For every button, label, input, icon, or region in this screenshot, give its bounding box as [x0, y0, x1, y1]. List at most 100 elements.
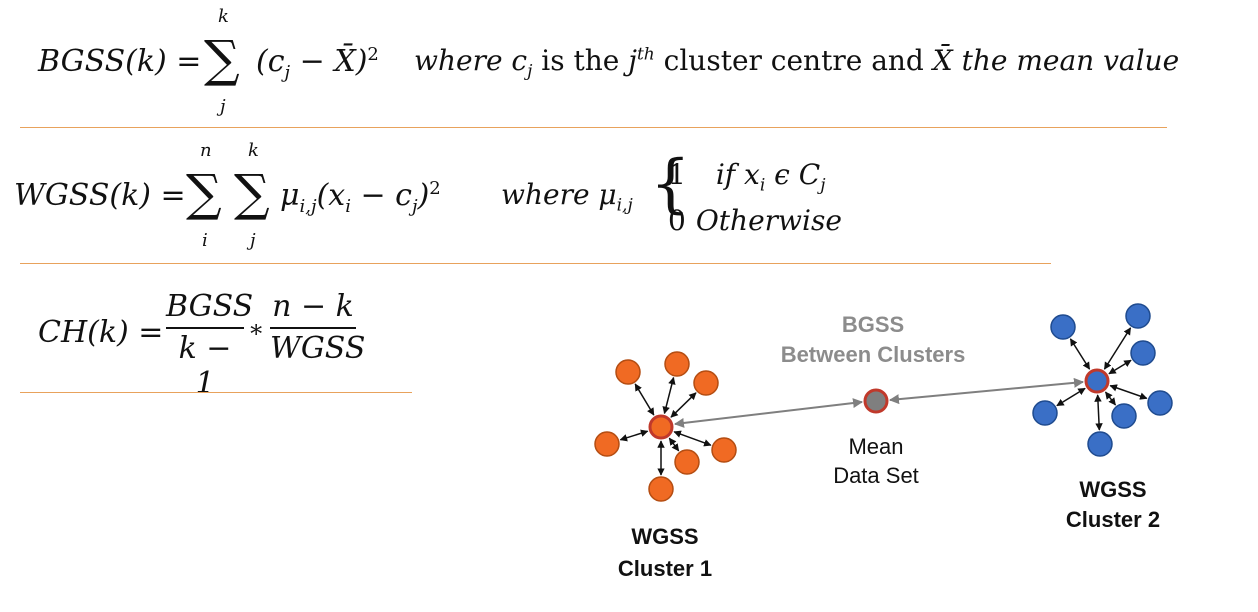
ch-fraction-bar-2 — [270, 327, 356, 329]
cluster2-label-line1: WGSS — [1079, 477, 1147, 502]
cluster2-label-line2: Cluster 2 — [1065, 507, 1161, 532]
cluster1-point — [693, 370, 719, 396]
wgss-case1-sub: i — [759, 175, 766, 196]
cluster1-point — [664, 351, 690, 377]
mean-dataset-point — [863, 388, 889, 414]
bgss-body-minus: − — [290, 44, 335, 79]
cluster1-point — [674, 449, 700, 475]
bgss-body-open: (c — [256, 44, 285, 79]
cluster2-spoke — [1104, 391, 1117, 406]
wgss-minus-c: − c — [350, 178, 412, 213]
wgss-sigma2: ∑ — [234, 164, 270, 222]
cluster1-point — [711, 437, 737, 463]
bgss-sigma-lower: j — [220, 96, 226, 117]
cluster1-label-line1: WGSS — [631, 524, 699, 549]
wgss-case1-rest: ϵ C — [765, 158, 821, 191]
wgss-sigma1: ∑ — [186, 164, 222, 222]
wgss-where-sub: i,j — [616, 195, 633, 216]
cluster1-point — [594, 431, 620, 457]
wgss-where: where μi,j — [501, 178, 633, 216]
bgss-lhs: BGSS(k) = — [38, 44, 202, 79]
cluster2-point — [1147, 390, 1173, 416]
cluster2-spoke — [1069, 338, 1091, 370]
bgss-th: th — [636, 44, 655, 65]
cluster2-point — [1130, 340, 1156, 366]
wgss-case2: 0 Otherwise — [668, 204, 842, 237]
cluster2-spoke — [1094, 394, 1103, 431]
cluster1-spoke — [619, 429, 649, 442]
between-link-cluster2 — [889, 377, 1084, 405]
wgss-case2-cond: Otherwise — [695, 204, 842, 237]
wgss-sigma1-upper: n — [200, 140, 212, 161]
cluster1-spoke — [670, 392, 697, 418]
bgss-sigma: ∑ — [204, 30, 240, 88]
wgss-case1-cond: if x — [715, 158, 760, 191]
cluster2-spoke — [1109, 384, 1148, 400]
bgss-is-the: is the — [532, 44, 629, 77]
wgss-sigma2-lower: j — [250, 230, 256, 251]
mean-label-line2: Data Set — [833, 463, 919, 488]
cluster1-centroid — [648, 414, 674, 440]
wgss-body: μi,j(xi − cj)2 — [280, 178, 441, 217]
bgss-label-subtitle: Between Clusters — [780, 342, 966, 367]
bgss-body: (cj − X̄)2 — [256, 44, 379, 83]
bgss-sigma-upper: k — [218, 6, 229, 27]
ch-num1: BGSS — [166, 289, 254, 324]
wgss-sigma1-lower: i — [202, 230, 208, 251]
wgss-case1-val: 1 — [668, 158, 686, 191]
wgss-brace: { — [650, 147, 691, 221]
bgss-body-sub: j — [284, 62, 291, 83]
bgss-xbar: X̄ — [334, 44, 356, 79]
ch-times: ∗ — [248, 315, 265, 343]
wgss-mu: μ — [280, 178, 300, 213]
cluster2-point — [1050, 314, 1076, 340]
cluster2-point — [1032, 400, 1058, 426]
cluster2-spoke — [1108, 359, 1132, 375]
bgss-cluster-centre: cluster centre and — [654, 44, 933, 77]
divider-3 — [20, 392, 412, 393]
bgss-label-title: BGSS — [841, 312, 905, 337]
wgss-paren: (x — [316, 178, 346, 213]
cluster1-spoke — [662, 376, 676, 415]
wgss-x-sub: i — [345, 196, 351, 217]
ch-fraction-bar-1 — [166, 327, 244, 329]
wgss-sigma2-upper: k — [248, 140, 259, 161]
wgss-c-sub: j — [411, 196, 418, 217]
cluster1-spoke — [634, 383, 655, 416]
cluster2-centroid — [1084, 368, 1110, 394]
wgss-close: ) — [417, 178, 430, 213]
bgss-where: where cj is the jth cluster centre and X… — [414, 44, 1179, 82]
wgss-mu-sub: i,j — [299, 196, 317, 217]
cluster1-spoke — [673, 430, 712, 447]
mean-label-line1: Mean — [848, 434, 904, 459]
ch-den2: WGSS — [270, 331, 366, 366]
cluster1-point — [648, 476, 674, 502]
wgss-formula: WGSS(k) = n ∑ i k ∑ j μi,j(xi − cj)2 whe… — [14, 130, 914, 260]
cluster2-point — [1111, 403, 1137, 429]
bgss-j: j — [628, 44, 637, 77]
divider-1 — [20, 127, 1167, 128]
cluster1-spoke — [668, 437, 680, 452]
bgss-power: 2 — [367, 44, 379, 65]
cluster2-point — [1087, 431, 1113, 457]
bgss-where-sub: j — [527, 61, 533, 82]
cluster1-label-line2: Cluster 1 — [617, 556, 713, 581]
bgss-tail: the mean value — [952, 44, 1180, 77]
wgss-power: 2 — [429, 178, 441, 199]
wgss-case1: 1 if xi ϵ Cj — [668, 158, 825, 196]
bgss-xbar2: X̄ — [932, 44, 953, 77]
ch-num2: n − k — [272, 289, 354, 324]
between-link-cluster1 — [674, 398, 863, 428]
divider-2 — [20, 263, 1051, 264]
ch-lhs: CH(k) = — [38, 315, 164, 350]
cluster2-point — [1125, 303, 1151, 329]
wgss-case2-val: 0 — [668, 204, 686, 237]
cluster2-spoke — [1056, 387, 1086, 407]
wgss-lhs: WGSS(k) = — [14, 178, 186, 213]
bgss-body-close: ) — [355, 44, 368, 79]
bgss-where-text: where c — [414, 44, 528, 77]
wgss-case1-rest-sub: j — [820, 175, 826, 196]
bgss-formula: BGSS(k) = k ∑ j (cj − X̄)2 where cj is t… — [38, 0, 1188, 125]
wgss-where-text: where μ — [501, 178, 617, 211]
